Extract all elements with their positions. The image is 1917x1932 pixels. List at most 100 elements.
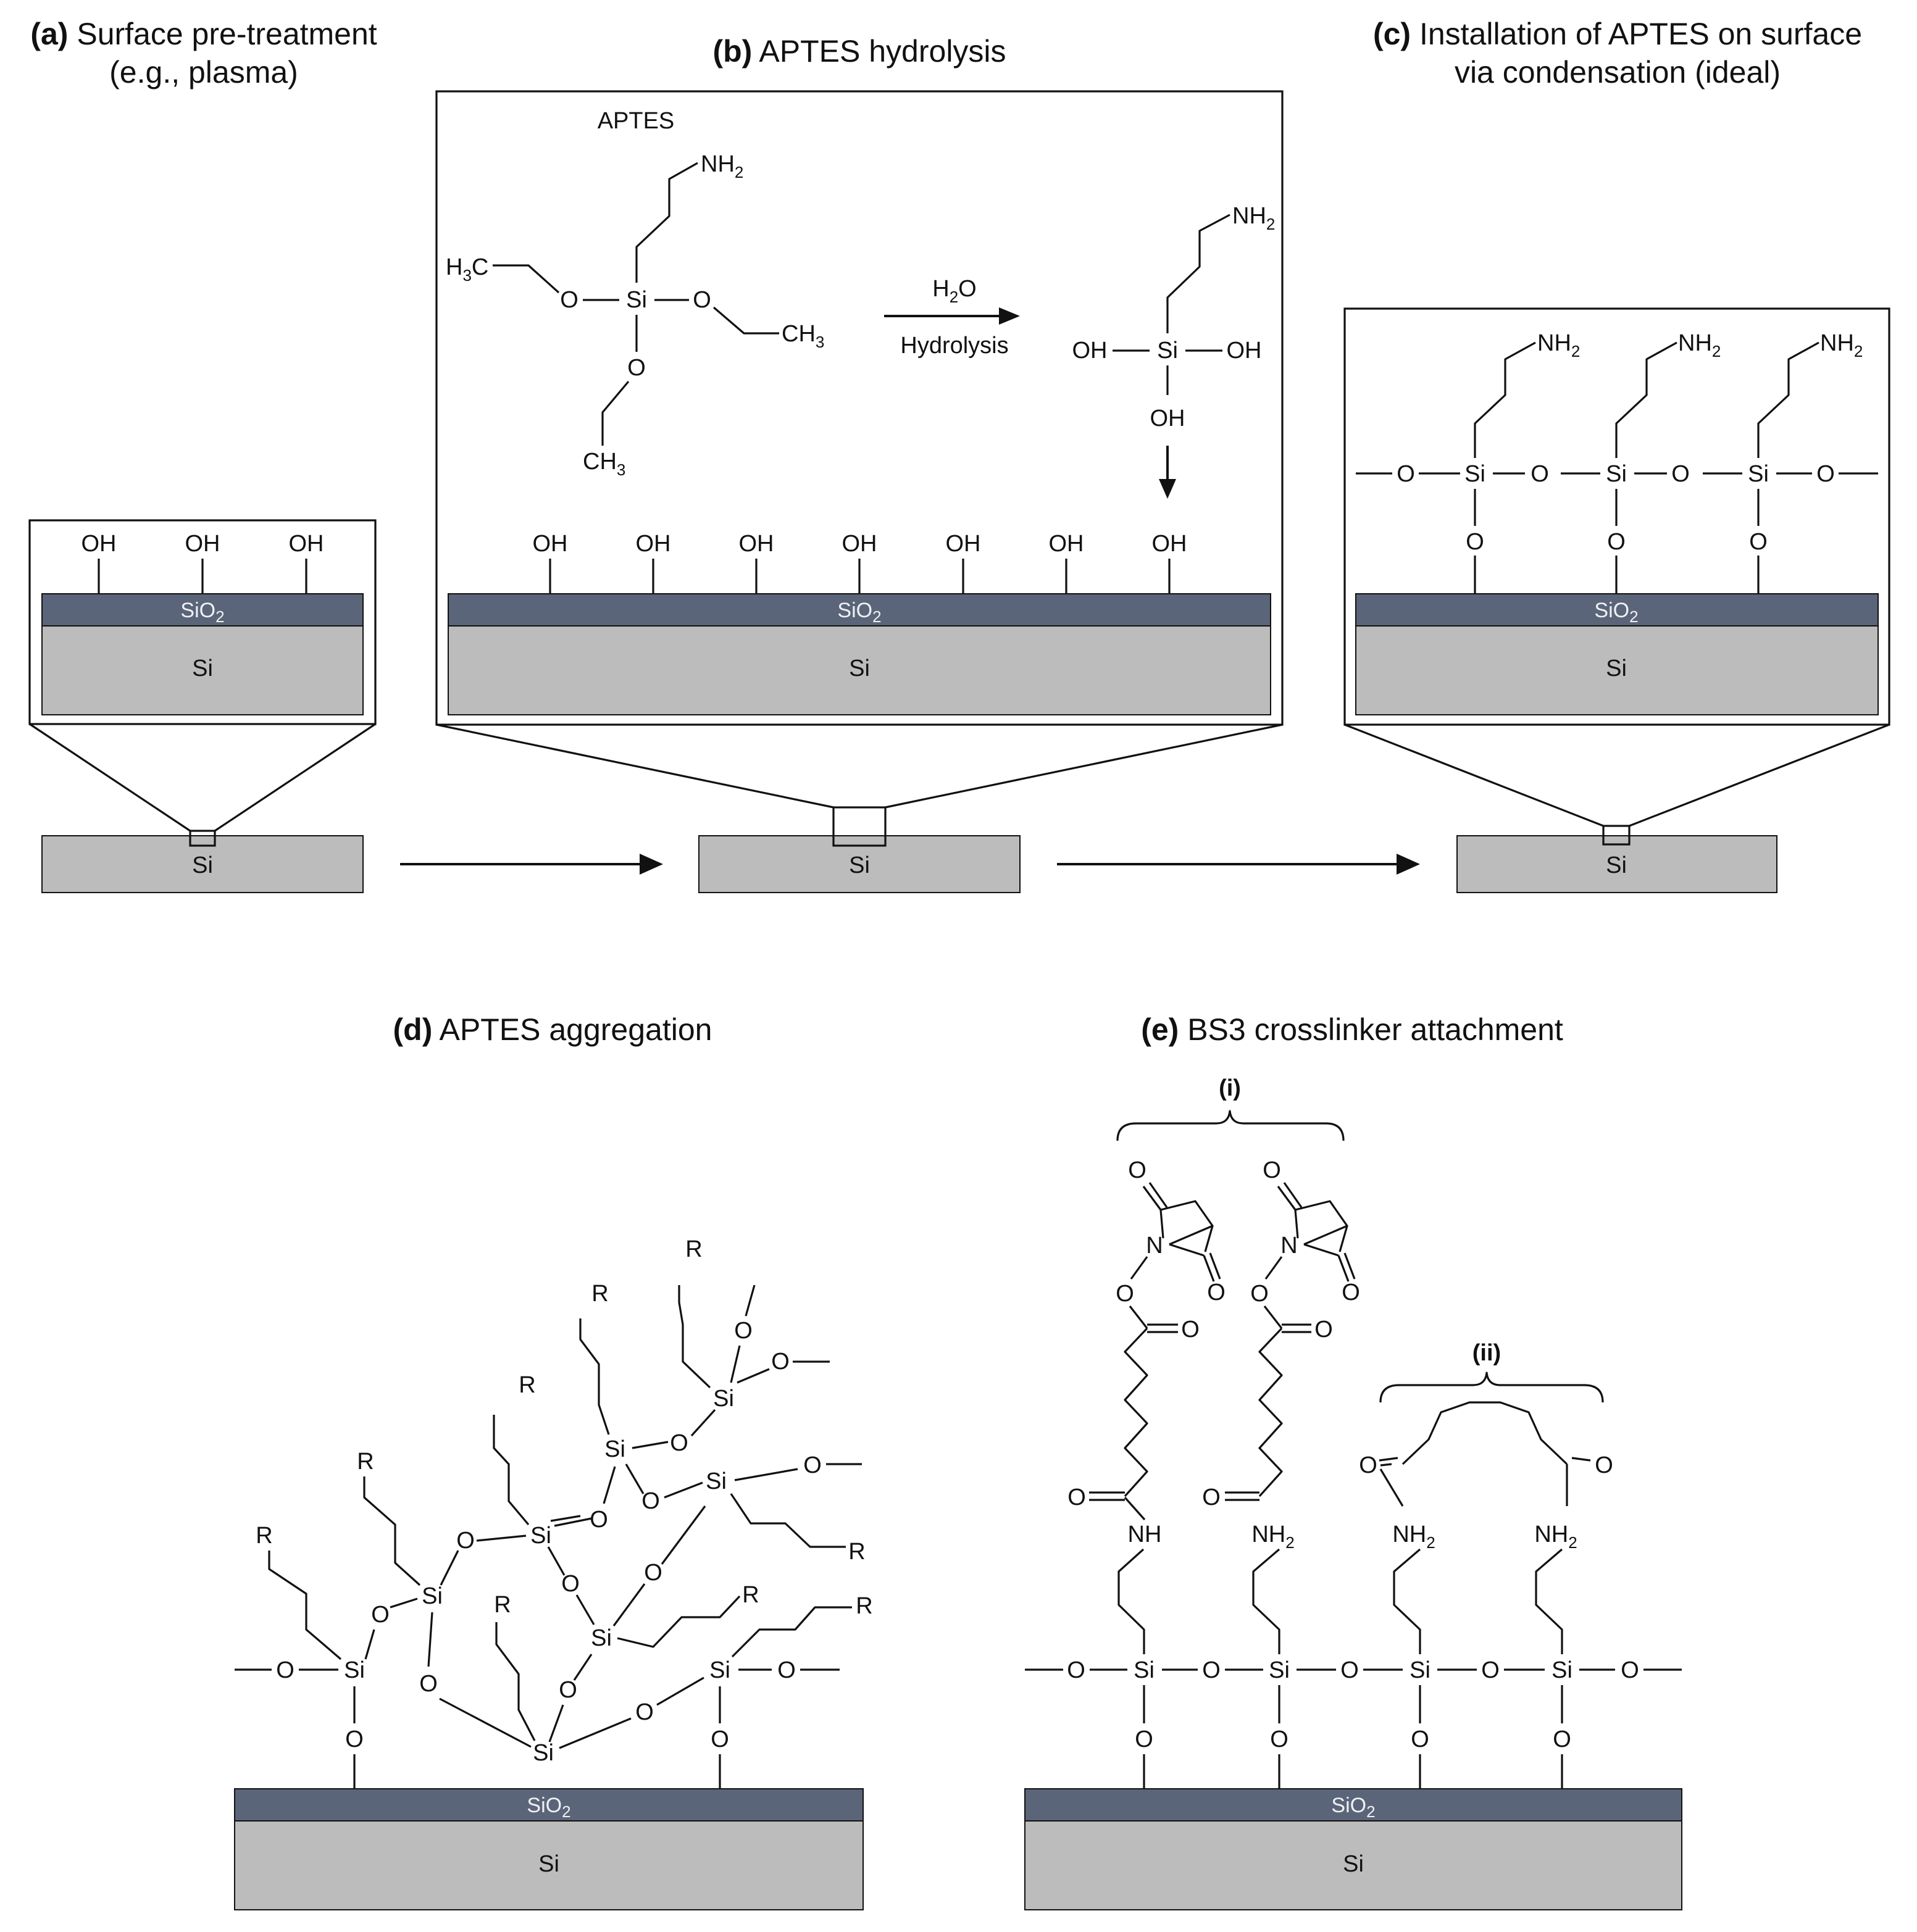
panel-b-zoom-box: [435, 90, 1284, 726]
r-group: R: [856, 1593, 872, 1619]
si-atom: Si: [713, 1386, 734, 1412]
oh-label: OH: [1227, 338, 1262, 364]
r-group: R: [685, 1236, 702, 1262]
panel-d: SiO2 Si O Si O R O Si R O O Si R O O: [234, 1236, 873, 1910]
nh2-group: NH2: [1820, 330, 1863, 360]
panel-b: APTES Si NH2 O H3C O CH3 O CH3 H2O: [435, 90, 1284, 893]
wafer-label: Si: [1606, 852, 1627, 878]
r-group: R: [591, 1281, 608, 1307]
o-atom: O: [1359, 1452, 1377, 1478]
si-atom: Si: [1748, 461, 1769, 487]
zoom-region-marker: [189, 830, 216, 847]
nh2-group: NH2: [1392, 1522, 1435, 1552]
o-atom: O: [1531, 461, 1549, 487]
oh-label: OH: [289, 531, 324, 557]
o-atom: O: [771, 1349, 790, 1375]
nh2-group: NH2: [1251, 1522, 1294, 1552]
o-atom: O: [559, 1677, 577, 1703]
silicon-substrate: [234, 1820, 864, 1910]
oh-label: OH: [1049, 531, 1084, 557]
o-atom: O: [1816, 461, 1835, 487]
oxide-layer: [41, 593, 364, 627]
si-atom: Si: [1269, 1657, 1290, 1683]
o-atom: O: [1397, 461, 1415, 487]
panel-a-hydroxyls: OH OH OH: [81, 531, 324, 594]
o-atom: O: [1181, 1317, 1200, 1343]
r-group: R: [357, 1449, 374, 1475]
r-group: R: [494, 1592, 511, 1618]
o-atom: O: [590, 1507, 608, 1533]
ch3-group: CH3: [583, 449, 625, 479]
si-atom: Si: [709, 1657, 730, 1683]
zoom-region-marker: [1602, 825, 1631, 846]
oh-label: OH: [946, 531, 981, 557]
oh-label: OH: [1072, 338, 1108, 364]
h3c-group: H3C: [446, 254, 488, 285]
oxide-label: SiO2: [180, 599, 224, 626]
nh2-group: NH2: [1537, 330, 1580, 360]
o-atom: O: [777, 1657, 796, 1683]
silicon-label: Si: [849, 656, 870, 681]
si-atom: Si: [533, 1740, 554, 1766]
nh-group: NH: [1128, 1522, 1162, 1547]
brace-i: [1116, 1110, 1345, 1141]
oh-label: OH: [185, 531, 220, 557]
o-atom: O: [561, 1571, 580, 1597]
n-atom: N: [1280, 1233, 1297, 1259]
o-atom: O: [803, 1452, 822, 1478]
brace-i-label: (i): [1219, 1075, 1241, 1101]
o-atom: O: [1411, 1726, 1429, 1752]
o-atom: O: [1595, 1452, 1613, 1478]
hydrolyzed-aptes: Si NH2 OH OH OH: [1072, 203, 1275, 499]
o-atom: O: [1202, 1657, 1221, 1683]
si-atom: Si: [626, 287, 647, 313]
o-atom: O: [1671, 461, 1690, 487]
oh-label: OH: [81, 531, 117, 557]
o-atom: O: [1128, 1157, 1146, 1183]
o-atom: O: [1342, 1280, 1360, 1305]
oh-label: OH: [636, 531, 671, 557]
o-atom: O: [644, 1560, 662, 1586]
panel-a: OH OH OH SiO2 Si Si: [28, 519, 377, 893]
panel-e: SiO2 Si O Si O Si O Si O Si O O O O O: [1024, 1075, 1682, 1910]
o-atom: O: [1553, 1726, 1571, 1752]
panel-a-title: (a) Surface pre-treatment: [30, 17, 377, 51]
o-atom: O: [1135, 1726, 1153, 1752]
si-atom: Si: [604, 1436, 625, 1462]
aptes-molecule: Si NH2 O H3C O CH3 O CH3: [446, 151, 824, 479]
oh-label: OH: [1152, 531, 1187, 557]
brace-ii-label: (ii): [1472, 1340, 1501, 1366]
oh-label: OH: [842, 531, 877, 557]
wafer-label: Si: [849, 852, 870, 878]
wafer-label: Si: [192, 852, 213, 878]
o-atom: O: [560, 287, 578, 313]
silicon-label: Si: [1343, 1851, 1364, 1877]
panel-c: O Si O Si O Si O NH2 NH2 NH2 O O O SiO2 …: [1343, 307, 1890, 893]
si-atom: Si: [706, 1468, 727, 1494]
o-atom: O: [734, 1318, 753, 1344]
silicon-label: Si: [1606, 656, 1627, 681]
o-atom: O: [1621, 1657, 1639, 1683]
silicon-substrate: [1024, 1820, 1682, 1910]
o-atom: O: [627, 355, 646, 381]
silicon-label: Si: [538, 1851, 559, 1877]
silicon-substrate: [448, 625, 1271, 715]
si-atom: Si: [530, 1523, 551, 1549]
o-atom: O: [1067, 1657, 1085, 1683]
r-group: R: [519, 1372, 535, 1398]
si-atom: Si: [422, 1583, 443, 1609]
oxide-layer: [234, 1788, 864, 1822]
ch3-group: CH3: [782, 321, 824, 351]
silicon-label: Si: [192, 656, 213, 681]
hydrolysis-label: Hydrolysis: [900, 333, 1008, 359]
o-atom: O: [1607, 529, 1626, 555]
o-atom: O: [276, 1657, 294, 1683]
o-atom: O: [1314, 1317, 1333, 1343]
oxide-label: SiO2: [1331, 1794, 1375, 1821]
o-atom: O: [1202, 1484, 1221, 1510]
nh2-group: NH2: [1534, 1522, 1577, 1552]
r-group: R: [848, 1539, 865, 1565]
si-atom: Si: [1157, 338, 1178, 364]
oxide-label: SiO2: [527, 1794, 570, 1821]
